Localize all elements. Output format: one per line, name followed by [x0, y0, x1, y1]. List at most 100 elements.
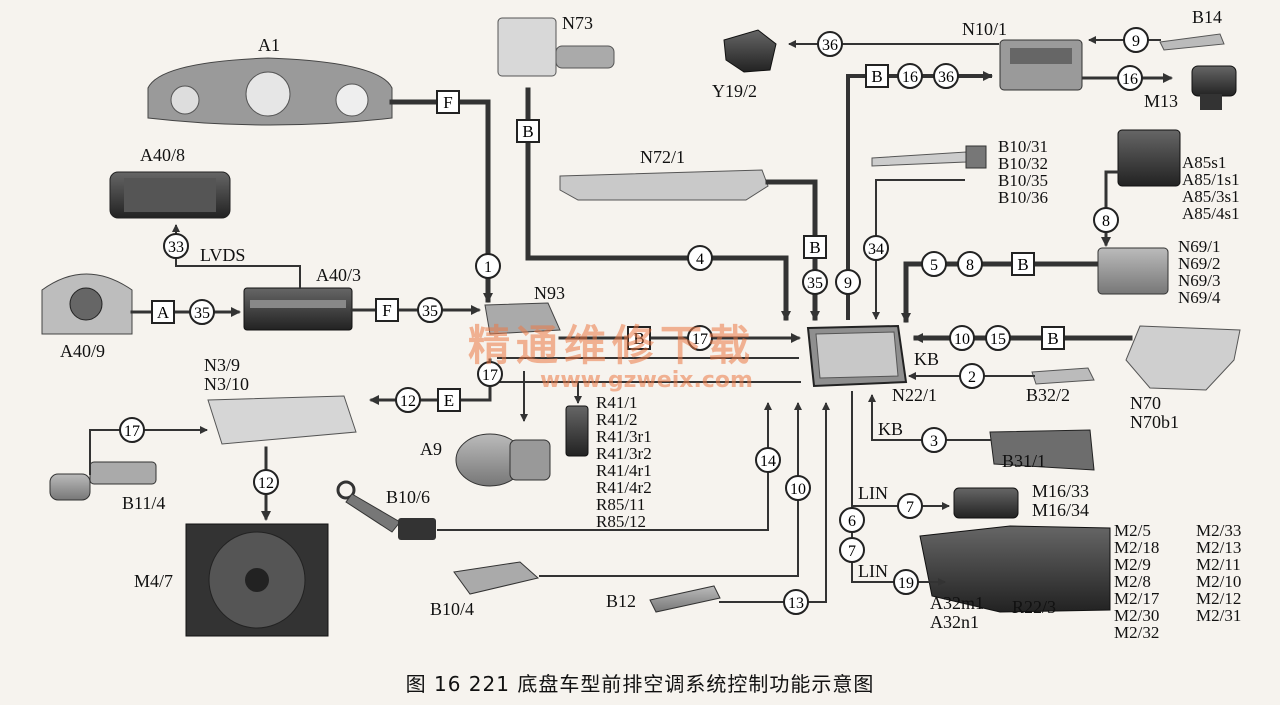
- tag-text: B: [522, 122, 533, 141]
- label-b12: B12: [606, 591, 637, 611]
- svg-text:12: 12: [258, 475, 274, 492]
- svg-text:35: 35: [807, 275, 823, 292]
- svg-text:16: 16: [1122, 71, 1138, 88]
- svg-text:8: 8: [1102, 213, 1110, 230]
- tag-text: A: [157, 303, 170, 322]
- tag-circle-10: 10: [949, 325, 975, 351]
- label-a1: A1: [258, 35, 280, 55]
- svg-text:17: 17: [124, 423, 140, 440]
- label-n73: N73: [562, 13, 593, 33]
- ac-control-unit-n22-1: [806, 324, 908, 388]
- module-n69: [1097, 247, 1169, 295]
- figure-caption: 图 16 221 底盘车型前排空调系统控制功能示意图: [405, 672, 875, 696]
- tag-circle-36-b: 36: [933, 63, 959, 89]
- tag-box-f-mid: F: [375, 298, 399, 322]
- label-b11-4: B11/4: [122, 493, 166, 513]
- label-a40-8: A40/8: [140, 145, 185, 165]
- sensor-b10-4: [453, 561, 540, 595]
- label-lvds: LVDS: [200, 245, 246, 265]
- tag-circle-5: 5: [921, 251, 947, 277]
- tag-circle-4: 4: [687, 245, 713, 271]
- module-n93: [484, 302, 561, 335]
- actuator-m16-33: [953, 487, 1019, 519]
- label-n72-1: N72/1: [640, 147, 685, 167]
- svg-text:10: 10: [790, 481, 806, 498]
- label-b10-4: B10/4: [430, 599, 475, 619]
- tag-circle-6: 6: [839, 507, 865, 533]
- control-panel-n72-1: [559, 169, 769, 201]
- tag-circle-35-b: 35: [417, 297, 443, 323]
- label-b10-6: B10/6: [386, 487, 431, 507]
- svg-text:7: 7: [906, 499, 914, 516]
- svg-text:17: 17: [692, 331, 708, 348]
- svg-text:2: 2: [968, 369, 976, 386]
- tag-box-a-mid: A: [151, 300, 175, 324]
- valve-y19-2: [723, 29, 777, 73]
- hvac-unit-a32: [919, 525, 1111, 613]
- tag-circle-12: 12: [395, 387, 421, 413]
- tag-circle-9: 9: [1123, 27, 1149, 53]
- label-n70: N70 N70b1: [1130, 393, 1179, 432]
- label-b14: B14: [1192, 7, 1223, 27]
- control-unit-a40-3: [243, 287, 353, 331]
- temp-sensor-b14: [1159, 33, 1225, 51]
- tag-box-b-n93: B: [627, 326, 651, 350]
- compressor-a9: [455, 433, 551, 487]
- pressure-sensor-b12: [649, 585, 721, 613]
- svg-text:8: 8: [966, 257, 974, 274]
- label-n69-group: N69/1 N69/2 N69/3 N69/4: [1178, 237, 1221, 307]
- sensor-b10-31: [871, 145, 987, 169]
- tag-box-b-n101: B: [865, 64, 889, 88]
- tag-text: E: [444, 391, 454, 410]
- tag-text: B: [633, 329, 644, 348]
- tag-text: B: [1017, 255, 1028, 274]
- tag-circle-35-n72: 35: [802, 269, 828, 295]
- tag-circle-7: 7: [839, 537, 865, 563]
- label-a85-group: A85s1 A85/1s1 A85/3s1 A85/4s1: [1182, 153, 1240, 223]
- tag-text: B: [1047, 329, 1058, 348]
- switch-a85: [1117, 129, 1181, 187]
- label-n22-1: N22/1: [892, 385, 937, 405]
- tag-circle-2: 2: [959, 363, 985, 389]
- resistor-r41: [565, 405, 589, 457]
- label-b32-2: B32/2: [1026, 385, 1071, 405]
- label-m13: M13: [1144, 91, 1179, 111]
- svg-text:3: 3: [930, 433, 938, 450]
- label-a40-3: A40/3: [316, 265, 361, 285]
- tag-circle-1: 1: [475, 253, 501, 279]
- fan-m4-7: [185, 523, 329, 637]
- svg-text:7: 7: [848, 543, 856, 560]
- circle-tags: 1 4 35 35 35 33 36 9 16 16 36 9 34 8 5 8…: [119, 27, 1149, 615]
- instrument-cluster-a1: [147, 57, 393, 126]
- tag-circle-7-b: 7: [897, 493, 923, 519]
- tag-box-b-n72: B: [803, 235, 827, 259]
- sensor-b32-2: [1031, 367, 1095, 385]
- svg-text:6: 6: [848, 513, 856, 530]
- svg-text:19: 19: [898, 575, 914, 592]
- overhead-n70: [1125, 325, 1241, 391]
- label-b31-1: B31/1: [1002, 451, 1047, 471]
- tag-box-b-n70: B: [1041, 326, 1065, 350]
- display-a40-8: [109, 171, 231, 219]
- label-m4-7: M4/7: [134, 571, 174, 591]
- tag-circle-3: 3: [921, 427, 947, 453]
- svg-text:34: 34: [868, 241, 884, 258]
- tag-circle-36: 36: [817, 31, 843, 57]
- tag-box-e-low: E: [437, 388, 461, 412]
- tag-circle-10-b: 10: [785, 475, 811, 501]
- tag-text: B: [809, 238, 820, 257]
- tag-text: F: [443, 93, 452, 112]
- tag-circle-15: 15: [985, 325, 1011, 351]
- label-a40-9: A40/9: [60, 341, 105, 361]
- tag-circle-8: 8: [957, 251, 983, 277]
- tag-circle-13: 13: [783, 589, 809, 615]
- label-n93: N93: [534, 283, 565, 303]
- svg-text:15: 15: [990, 331, 1006, 348]
- svg-text:33: 33: [168, 239, 184, 256]
- tag-circle-35-a: 35: [189, 299, 215, 325]
- label-m2-right: M2/33 M2/13 M2/11 M2/10 M2/12 M2/31: [1196, 521, 1242, 625]
- tag-box-b-n73: B: [516, 119, 540, 143]
- tag-text: F: [382, 301, 391, 320]
- box-tags: F B B B B B A F E B: [151, 64, 1065, 412]
- sensor-b11-4: [49, 461, 157, 501]
